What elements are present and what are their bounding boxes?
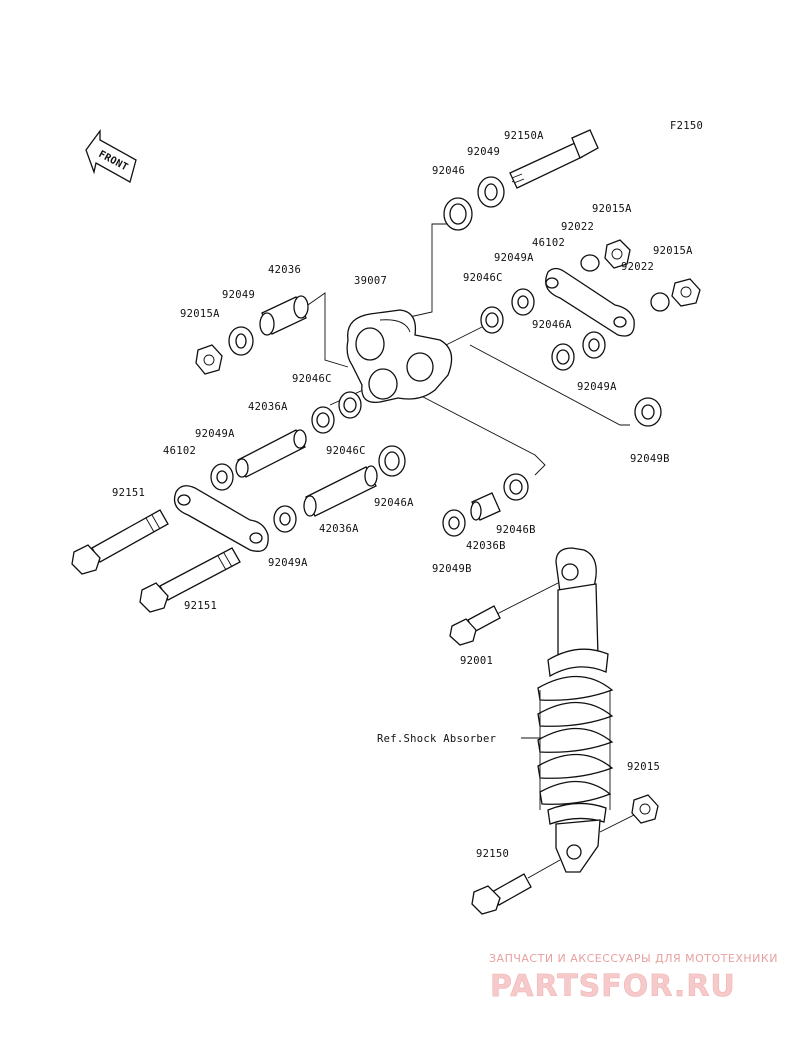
label-42036A-left: 42036A [248, 401, 288, 413]
shock-absorber [537, 547, 614, 873]
bearing-92046B [503, 473, 529, 501]
label-92046C-left: 92046C [292, 373, 332, 385]
label-92150A: 92150A [504, 130, 544, 142]
label-46102-right: 46102 [532, 237, 565, 249]
watermark-tagline: ЗАПЧАСТИ И АКСЕССУАРЫ ДЛЯ МОТОТЕХНИКИ [489, 952, 778, 965]
sleeve-42036B [470, 492, 501, 521]
label-92046C-right: 92046C [463, 272, 503, 284]
label-92046-top: 92046 [432, 165, 465, 177]
label-92049B-right: 92049B [630, 453, 670, 465]
bearing-92046-top [443, 197, 473, 231]
nut-92015 [631, 794, 659, 824]
label-92049-top: 92049 [467, 146, 500, 158]
label-92015A-r1: 92015A [592, 203, 632, 215]
ref-shock-label: Ref.Shock Absorber [377, 733, 496, 745]
washer-92022-1 [580, 254, 600, 272]
label-92046A-right: 92046A [532, 319, 572, 331]
label-92046A-mid: 92046A [374, 497, 414, 509]
label-92001: 92001 [460, 655, 493, 667]
bolt-92150 [471, 873, 532, 915]
nut-92015A-left [195, 344, 223, 375]
label-92151-b: 92151 [184, 600, 217, 612]
tie-rod-46102-right [545, 267, 635, 337]
nut-92015A-2 [671, 278, 701, 307]
label-92046C-mid: 92046C [326, 445, 366, 457]
label-92015: 92015 [627, 761, 660, 773]
label-92046B: 92046B [496, 524, 536, 536]
bearing-92046A-right [551, 343, 575, 371]
washer-92049A-right [511, 288, 535, 316]
tie-rod-46102-left [173, 485, 269, 552]
bolt-92151-a [71, 509, 169, 575]
washer-92049-left [228, 326, 254, 356]
label-92151-a: 92151 [112, 487, 145, 499]
label-92049A-right-2: 92049A [577, 381, 617, 393]
figure-code: F2150 [670, 120, 703, 132]
label-46102-left: 46102 [163, 445, 196, 457]
front-arrow-icon: FRONT [85, 129, 137, 183]
washer-92049A-left [210, 463, 234, 491]
washer-92049-top [477, 176, 505, 208]
label-92049B-mid: 92049B [432, 563, 472, 575]
washer-92049B-mid [442, 509, 466, 537]
sleeve-42036A-left [235, 429, 307, 478]
bearing-92046C-right [480, 306, 504, 334]
label-92049-left: 92049 [222, 289, 255, 301]
label-92015A-r2: 92015A [653, 245, 693, 257]
label-92150: 92150 [476, 848, 509, 860]
rocker-arm-39007 [346, 309, 453, 404]
label-92049A-right: 92049A [494, 252, 534, 264]
label-92049A-bottom: 92049A [268, 557, 308, 569]
sleeve-42036 [259, 295, 309, 336]
label-92022-r2: 92022 [621, 261, 654, 273]
bolt-92151-b [139, 547, 241, 613]
part-labels: 92150A 92049 92046 92015A 92022 46102 92… [112, 130, 693, 860]
sleeve-42036A-mid [303, 465, 378, 517]
bearing-92046A-mid [378, 445, 406, 477]
label-92049A-left: 92049A [195, 428, 235, 440]
watermark-logo: PARTSFOR.RU [490, 969, 736, 1004]
label-42036B: 42036B [466, 540, 506, 552]
watermark: ЗАПЧАСТИ И АКСЕССУАРЫ ДЛЯ МОТОТЕХНИКИ PA… [489, 952, 778, 1004]
label-92022-r1: 92022 [561, 221, 594, 233]
bolt-92001 [449, 605, 501, 646]
bearing-92046C-left [311, 406, 335, 434]
label-92015A-left: 92015A [180, 308, 220, 320]
washer-92049A-right-2 [582, 331, 606, 359]
washer-92049A-bottom [273, 505, 297, 533]
label-39007: 39007 [354, 275, 387, 287]
bearing-92046C-mid [338, 391, 362, 419]
bolt-92150A [509, 129, 599, 189]
label-42036A-mid: 42036A [319, 523, 359, 535]
washer-92049B-right [634, 397, 662, 427]
nut-92015A-1 [604, 239, 631, 269]
label-42036: 42036 [268, 264, 301, 276]
washer-92022-2 [650, 292, 670, 312]
